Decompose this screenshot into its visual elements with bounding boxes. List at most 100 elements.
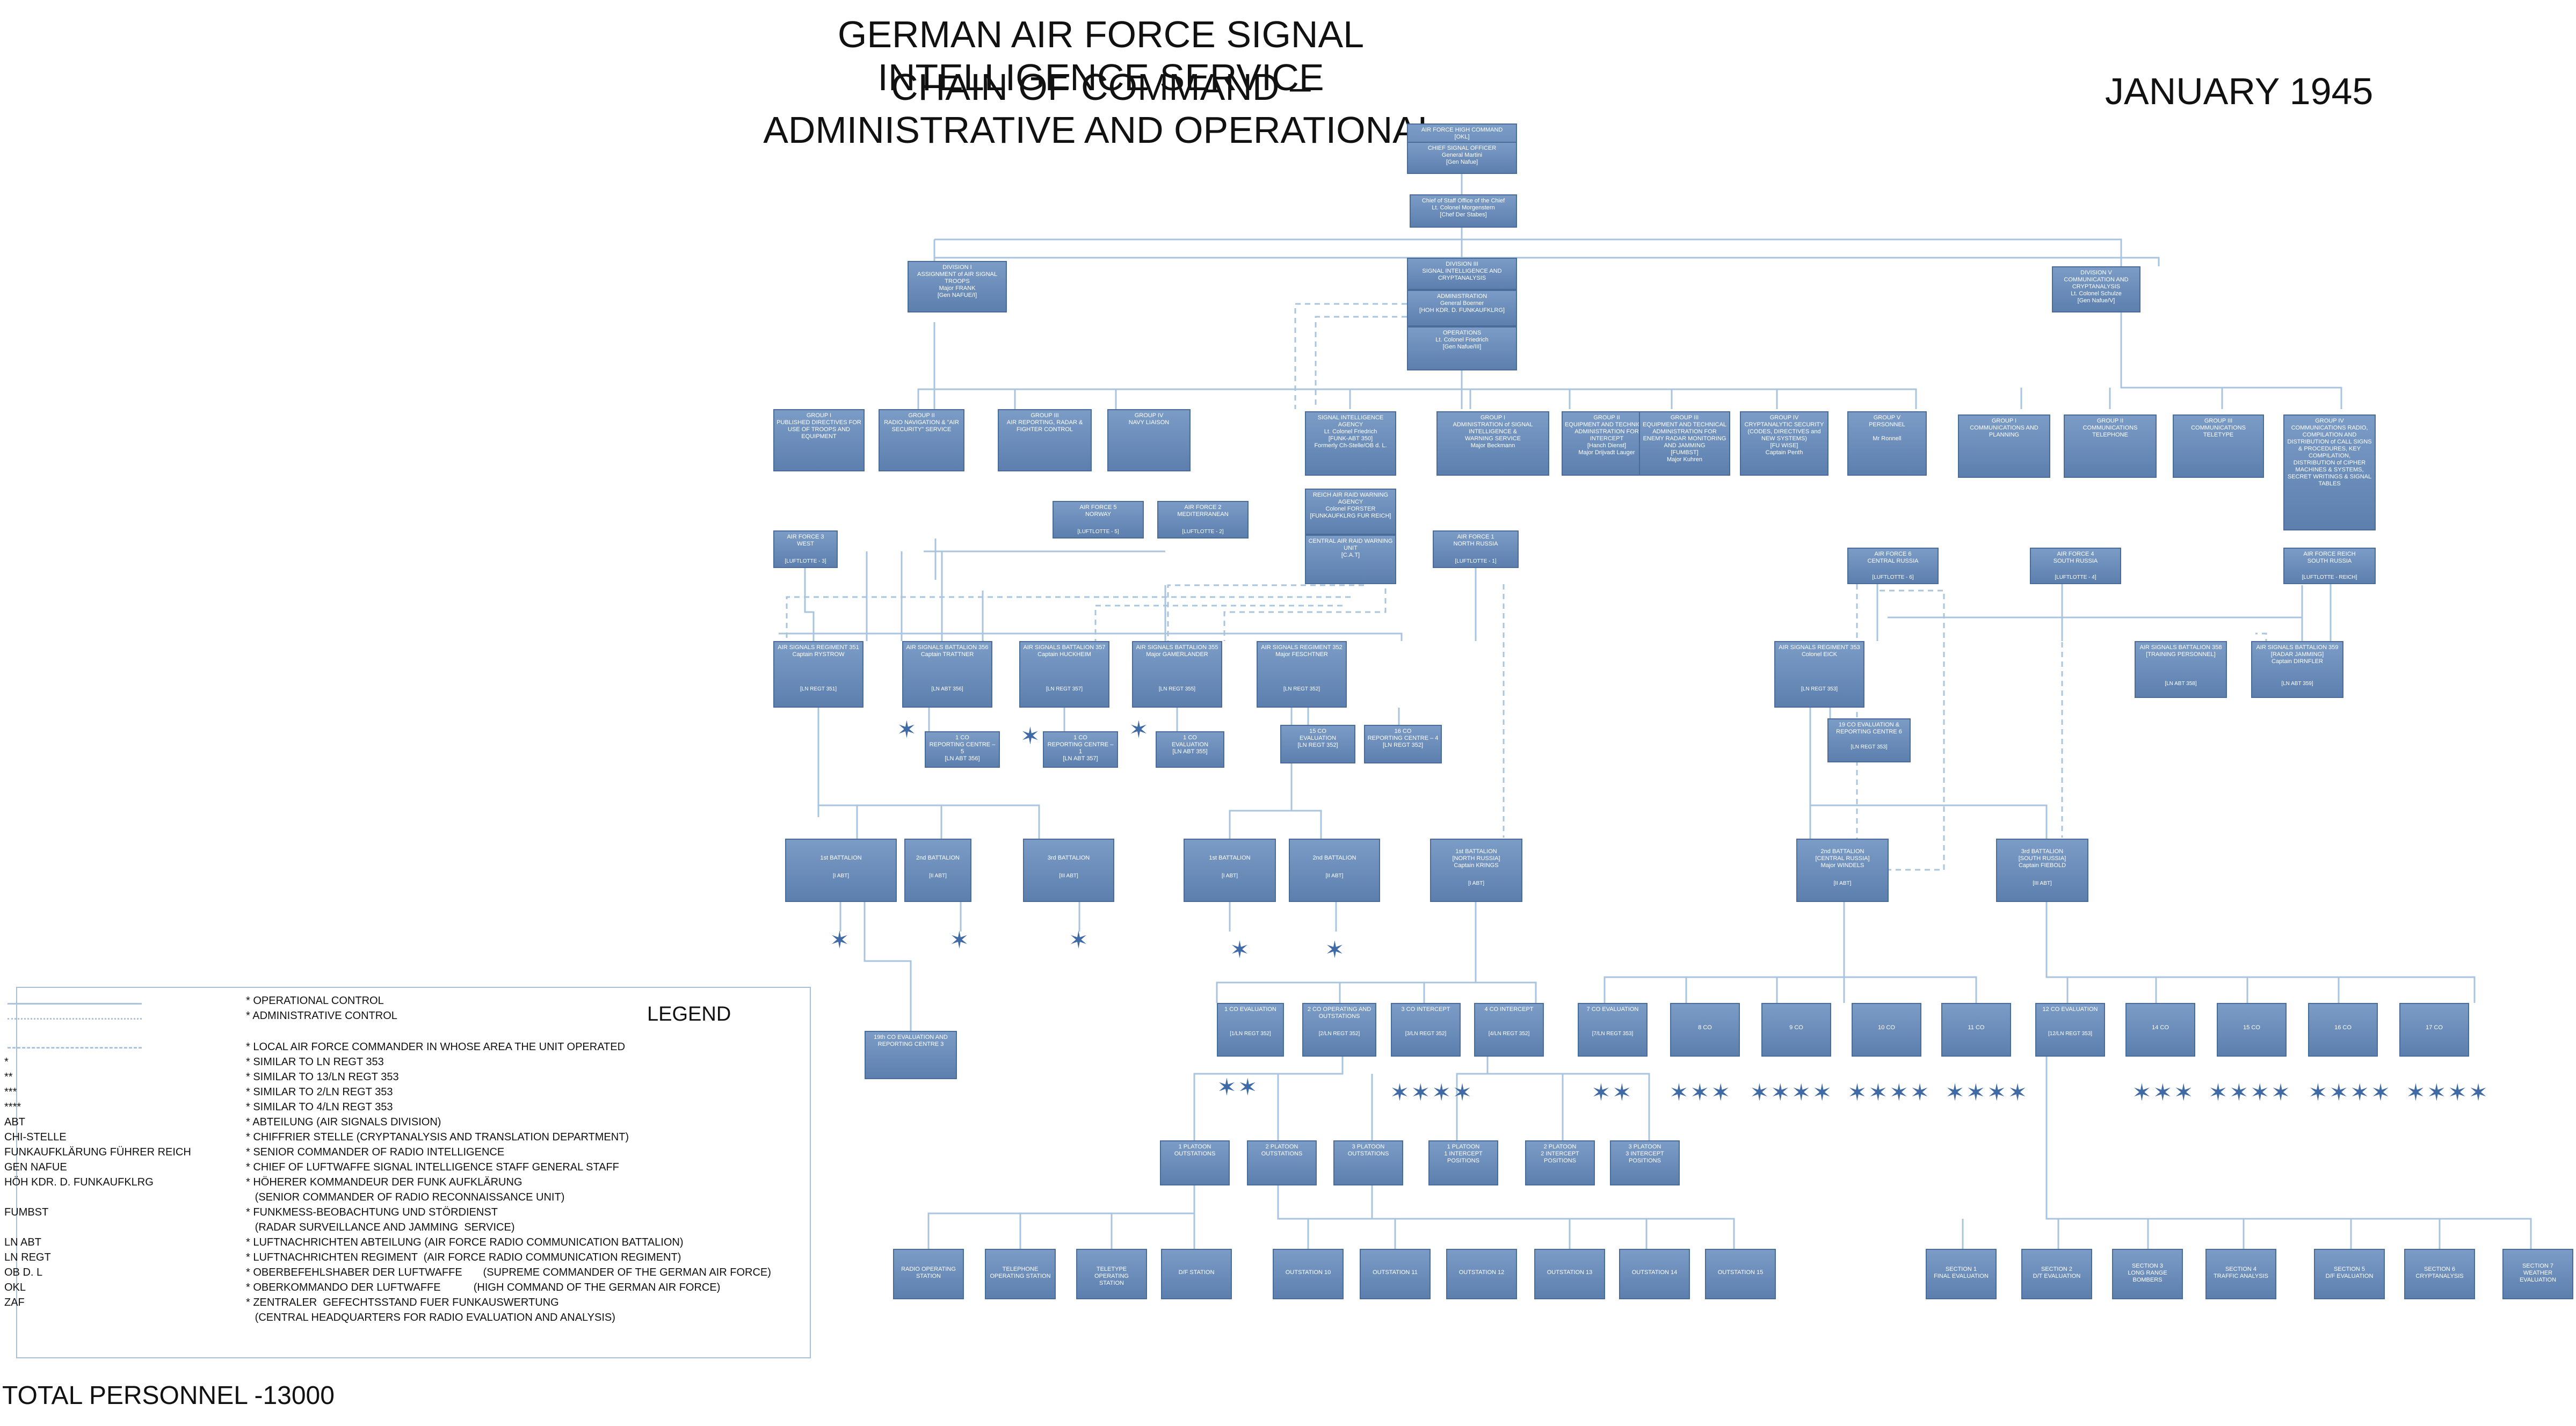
legend-local: * LOCAL AIR FORCE COMMANDER IN WHOSE ARE… — [246, 1041, 626, 1053]
box-1-platoon-intercept: 1 PLATOON 1 INTERCEPT POSITIONS — [1428, 1140, 1498, 1185]
star-marker-group: ✶✶ — [1217, 1074, 1259, 1101]
box-central-russia-battalion-code: [II ABT] — [1833, 881, 1852, 886]
box-air-force-1-code: [LUFTLOTTE - 1] — [1455, 558, 1497, 564]
box-outstation-13: OUTSTATION 13 — [1534, 1249, 1605, 1299]
legend-administrative: * ADMINISTRATIVE CONTROL — [246, 1010, 397, 1022]
box-16-co: 16 CO — [2308, 1003, 2378, 1057]
legend — [16, 987, 811, 1358]
box-division-1: DIVISION I ASSIGNMENT of AIR SIGNAL TROO… — [908, 261, 1007, 312]
box-regiment-351: AIR SIGNALS REGIMENT 351 Captain RYSTROW… — [773, 641, 863, 708]
box-division-5: DIVISION V COMMUNICATION AND CRYPTANALYS… — [2052, 266, 2140, 312]
box-north-russia-battalion-code: [I ABT] — [1468, 881, 1484, 886]
box-15-co-evaluation: 15 CO EVALUATION [LN REGT 352] — [1280, 725, 1355, 763]
box-air-force-6-code: [LUFTLOTTE - 6] — [1872, 574, 1914, 580]
box-section-2: SECTION 2 D/T EVALUATION — [2021, 1249, 2092, 1299]
box-15-co: 15 CO — [2217, 1003, 2287, 1057]
box-central-russia-battalion: 2nd BATTALION [CENTRAL RUSSIA] Major WIN… — [1796, 839, 1889, 902]
box-reich-air-raid-warning: REICH AIR RAID WARNING AGENCY Colonel FO… — [1305, 489, 1396, 535]
box-signal-intelligence-agency: SIGNAL INTELLIGENCE AGENCY Lt. Colonel F… — [1305, 411, 1396, 476]
box-7-co-evaluation: 7 CO EVALUATION[7/LN REGT 353] — [1578, 1003, 1648, 1057]
box-section-1: SECTION 1 FINAL EVALUATION — [1926, 1249, 1997, 1299]
legend-term: HÖH KDR. D. FUNKAUFKLRG — [4, 1176, 154, 1188]
box-operations: OPERATIONS Lt. Colonel Friedrich [Gen Na… — [1407, 326, 1517, 370]
legend-term: FUMBST — [4, 1206, 49, 1218]
star-marker-group: ✶✶ — [1591, 1080, 1633, 1106]
star-marker-group: ✶✶✶✶ — [1750, 1080, 1833, 1106]
legend-term: CHI-STELLE — [4, 1131, 67, 1143]
star-marker: ✶ — [1230, 937, 1251, 963]
box-section-5: SECTION 5 D/F EVALUATION — [2314, 1249, 2385, 1299]
box-351-1st-battalion: 1st BATTALION[I ABT] — [785, 839, 897, 902]
box-9-co: 9 CO — [1761, 1003, 1831, 1057]
box-div5-group-2: GROUP II COMMUNICATIONS TELEPHONE — [2064, 414, 2157, 478]
star-marker: ✶ — [949, 927, 970, 954]
box-regiment-351-code: [LN REGT 351] — [800, 686, 837, 692]
legend-term: * — [4, 1056, 9, 1068]
star-marker-group: ✶✶✶ — [2132, 1080, 2195, 1106]
box-section-6: SECTION 6 CRYPTANALYSIS — [2404, 1249, 2475, 1299]
box-battalion-357: AIR SIGNALS BATTALION 357 Captain HUCKHE… — [1019, 641, 1109, 708]
box-351-3rd-battalion-code: [III ABT] — [1059, 873, 1078, 879]
box-3-platoon-intercept: 3 PLATOON 3 INTERCEPT POSITIONS — [1610, 1140, 1680, 1185]
box-2-co-operating-code: [2/LN REGT 352] — [1318, 1031, 1360, 1037]
box-chief-signal-officer: CHIEF SIGNAL OFFICER General Martini [Ge… — [1407, 142, 1517, 174]
legend-def: * ABTEILUNG (AIR SIGNALS DIVISION) — [246, 1116, 441, 1128]
box-div3-group-2: GROUP II EQUIPMENT AND TECHNICAL ADMINIS… — [1562, 411, 1652, 476]
box-352-1st-battalion: 1st BATTALION[I ABT] — [1184, 839, 1276, 902]
star-marker-group: ✶✶✶✶ — [1945, 1080, 2029, 1106]
star-marker-group: ✶✶✶✶ — [1847, 1080, 1931, 1106]
box-north-russia-battalion: 1st BATTALION [NORTH RUSSIA] Captain KRI… — [1430, 839, 1522, 902]
chart-title: GERMAN AIR FORCE SIGNAL INTELLIGENCE SER… — [837, 13, 1365, 98]
box-air-force-1: AIR FORCE 1 NORTH RUSSIA[LUFTLOTTE - 1] — [1433, 530, 1519, 568]
box-reporting-centre-5: 1 CO REPORTING CENTRE – 5 [LN ABT 356] — [925, 731, 1000, 768]
legend-def: * SENIOR COMMANDER OF RADIO INTELLIGENCE — [246, 1146, 505, 1158]
box-17-co: 17 CO — [2399, 1003, 2469, 1057]
box-div1-group-2: GROUP II RADIO NAVIGATION & "AIR SECURIT… — [879, 409, 964, 471]
chart-subtitle: CHAIN OF COMMAND – ADMINISTRATIVE AND OP… — [763, 66, 1439, 151]
box-div1-group-3: GROUP III AIR REPORTING, RADAR & FIGHTER… — [998, 409, 1092, 471]
legend-def: * CHIFFRIER STELLE (CRYPTANALYSIS AND TR… — [246, 1131, 629, 1143]
box-div1-group-4: GROUP IV NAVY LIAISON — [1107, 409, 1191, 471]
box-1-platoon-outstations: 1 PLATOON OUTSTATIONS — [1160, 1140, 1230, 1185]
box-2-co-operating: 2 CO OPERATING AND OUTSTATIONS[2/LN REGT… — [1302, 1003, 1376, 1057]
box-div5-group-4: GROUP IV COMMUNICATIONS RADIO, COMPILATI… — [2283, 414, 2376, 530]
box-div5-group-3: GROUP III COMMUNICATIONS TELETYPE — [2173, 414, 2264, 478]
star-marker-group: ✶✶✶✶ — [1390, 1080, 1474, 1106]
star-marker-group: ✶✶✶ — [1669, 1080, 1732, 1106]
box-10-co: 10 CO — [1852, 1003, 1921, 1057]
box-3-co-intercept: 3 CO INTERCEPT[3/LN REGT 352] — [1391, 1003, 1461, 1057]
legend-def: * OBERBEFEHLSHABER DER LUFTWAFFE (SUPREM… — [246, 1267, 771, 1278]
legend-term: ** — [4, 1071, 13, 1083]
box-4-co-intercept: 4 CO INTERCEPT[4/LN REGT 352] — [1474, 1003, 1544, 1057]
legend-term: LN ABT — [4, 1236, 41, 1248]
box-351-1st-battalion-code: [I ABT] — [832, 873, 849, 879]
box-11-co: 11 CO — [1941, 1003, 2011, 1057]
star-marker: ✶ — [1069, 927, 1090, 954]
box-central-air-raid-warning: CENTRAL AIR RAID WARNING UNIT [C.A.T] — [1305, 535, 1396, 584]
legend-term: LN REGT — [4, 1252, 51, 1263]
star-marker: ✶ — [1129, 717, 1150, 743]
box-battalion-356-code: [LN ABT 356] — [931, 686, 963, 692]
box-telephone-operating-station: TELEPHONE OPERATING STATION — [985, 1249, 1056, 1299]
legend-term: **** — [4, 1101, 21, 1113]
legend-operational-line — [8, 1003, 142, 1005]
legend-def: * OBERKOMMANDO DER LUFTWAFFE (HIGH COMMA… — [246, 1282, 721, 1293]
box-7-co-evaluation-code: [7/LN REGT 353] — [1592, 1031, 1634, 1037]
legend-administrative-line — [8, 1018, 142, 1020]
box-battalion-358: AIR SIGNALS BATTALION 358 [TRAINING PERS… — [2135, 641, 2227, 698]
box-div3-group-1: GROUP I ADMINISTRATION of SIGNAL INTELLI… — [1436, 411, 1549, 476]
box-352-2nd-battalion-code: [II ABT] — [1325, 873, 1344, 879]
box-outstation-11: OUTSTATION 11 — [1360, 1249, 1431, 1299]
box-2-platoon-intercept: 2 PLATOON 2 INTERCEPT POSITIONS — [1525, 1140, 1595, 1185]
box-teletype-operating-station: TELETYPE OPERATING STATION — [1076, 1249, 1147, 1299]
legend-term: *** — [4, 1086, 17, 1098]
box-south-russia-battalion-code: [III ABT] — [2033, 881, 2052, 886]
box-section-3: SECTION 3 LONG RANGE BOMBERS — [2112, 1249, 2183, 1299]
star-marker-group: ✶✶✶✶ — [2308, 1080, 2392, 1106]
star-marker-group: ✶✶✶✶ — [2208, 1080, 2292, 1106]
box-351-3rd-battalion: 3rd BATTALION[III ABT] — [1023, 839, 1114, 902]
legend-term: ZAF — [4, 1297, 25, 1308]
box-air-force-4-code: [LUFTLOTTE - 4] — [2055, 574, 2096, 580]
box-air-force-6: AIR FORCE 6 CENTRAL RUSSIA[LUFTLOTTE - 6… — [1847, 548, 1939, 584]
star-marker: ✶ — [1325, 937, 1346, 963]
